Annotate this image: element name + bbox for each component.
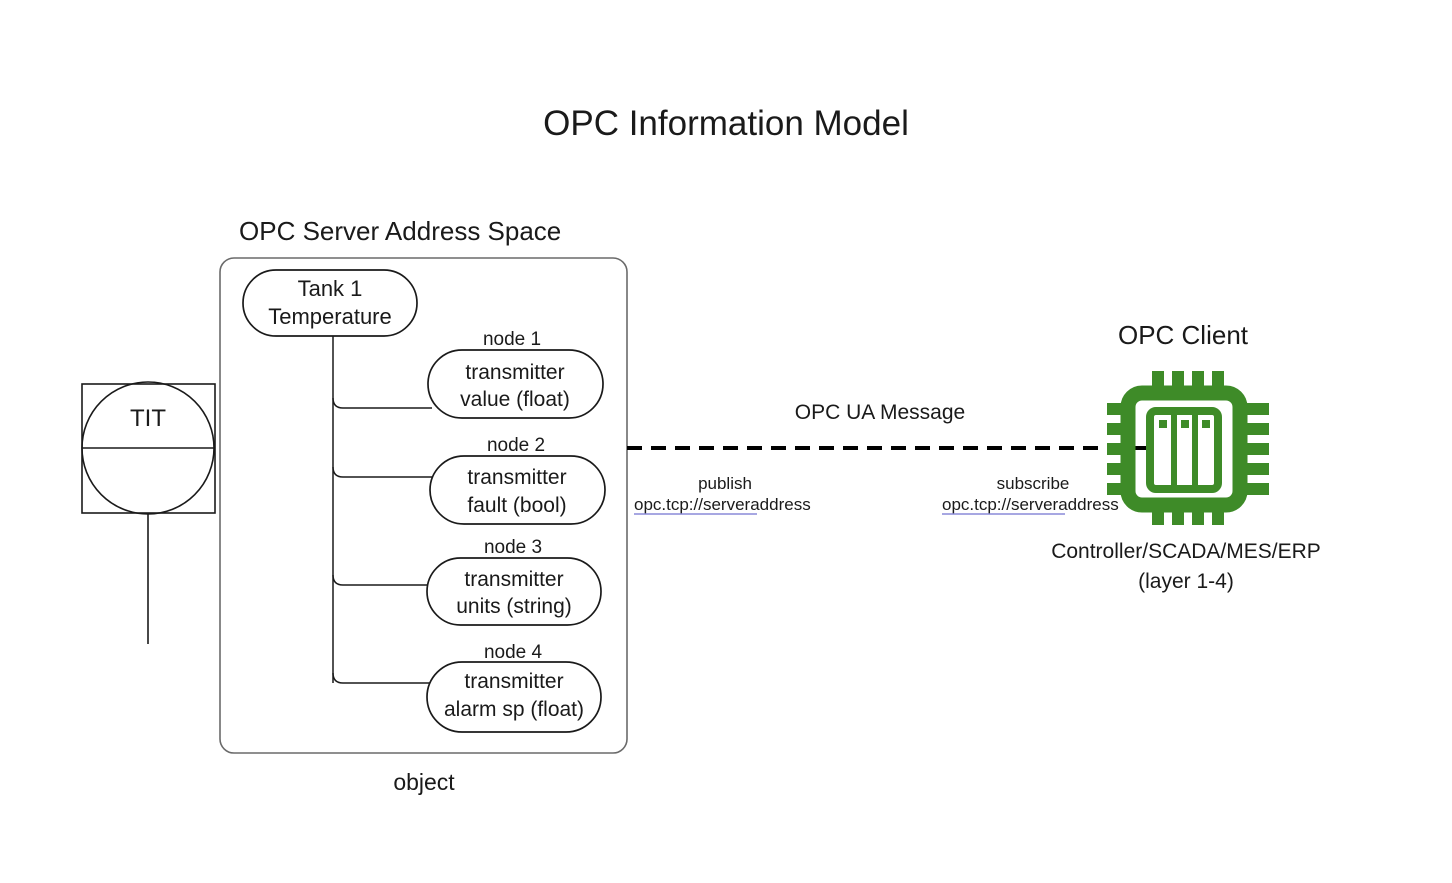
node-4-label: node 4 [484,642,543,663]
chip-die-separator-1 [1171,415,1177,485]
subscribe-endpoint-link: opc.tcp://server [942,495,1059,514]
node-1-group[interactable]: node 1 transmitter value (float) [427,329,604,419]
chip-pin-right-3 [1243,443,1269,455]
server-heading: OPC Server Address Space [239,216,561,246]
subscribe-endpoint-tail: address [1058,495,1118,514]
chip-pin-right-4 [1243,463,1269,475]
node-1-line-2: value (float) [460,388,570,411]
node-2-shape[interactable] [429,455,606,525]
tree-branch-node-4 [332,672,432,684]
instrument-tag-label: TIT [130,405,166,432]
node-2-label: node 2 [487,435,545,456]
node-3-line-2: units (string) [456,595,572,618]
node-3-label: node 3 [484,537,542,558]
chip-die-notch-2 [1181,420,1189,428]
node-1-label: node 1 [483,329,541,350]
publish-action-label: publish [698,474,752,493]
tree-branch-node-2 [332,466,432,478]
chip-body-frame [1120,385,1248,513]
publish-endpoint-group: publish opc.tcp://serveraddress [634,474,811,515]
tree-branch-node-3 [332,574,432,586]
tree-branch-node-1 [332,397,432,409]
node-tank-1-temperature[interactable]: Tank 1 Temperature [242,269,418,337]
chip-die-notch-1 [1159,420,1167,428]
publish-endpoint-tail: address [750,495,810,514]
node-2-group[interactable]: node 2 transmitter fault (bool) [429,435,606,525]
node-2-line-1: transmitter [467,466,566,489]
node-3-line-1: transmitter [464,568,563,591]
tank-node-shape[interactable] [242,269,418,337]
chip-pin-right-5 [1243,483,1269,495]
chip-pin-right-2 [1243,423,1269,435]
publish-endpoint-link: opc.tcp://server [634,495,751,514]
tank-node-line-2: Temperature [268,304,392,329]
subscribe-action-label: subscribe [997,474,1070,493]
node-tree-connectors [332,336,432,684]
node-3-group[interactable]: node 3 transmitter units (string) [426,537,602,626]
chip-die-separator-2 [1192,415,1198,485]
page-title: OPC Information Model [543,104,909,143]
node-4-line-2: alarm sp (float) [444,698,584,721]
publish-endpoint-text[interactable]: opc.tcp://serveraddress [634,495,811,514]
node-2-line-2: fault (bool) [467,494,566,517]
node-3-shape[interactable] [426,557,602,626]
node-1-shape[interactable] [427,349,604,419]
client-caption-line-1: Controller/SCADA/MES/ERP [1051,540,1321,563]
node-1-line-1: transmitter [465,361,564,384]
opc-ua-message-label: OPC UA Message [795,401,965,424]
subscribe-endpoint-group: subscribe opc.tcp://serveraddress [942,474,1119,515]
cpu-chip-icon[interactable] [1107,371,1269,525]
chip-die-notch-3 [1202,420,1210,428]
chip-die-frame [1146,407,1222,493]
client-caption-line-2: (layer 1-4) [1138,570,1234,593]
instrument-tit-symbol: TIT [81,381,216,644]
client-heading: OPC Client [1118,320,1249,350]
chip-pin-right-1 [1243,403,1269,415]
node-4-shape[interactable] [426,661,602,733]
object-caption: object [393,769,455,795]
tank-node-line-1: Tank 1 [298,276,363,301]
subscribe-endpoint-text[interactable]: opc.tcp://serveraddress [942,495,1119,514]
node-4-line-1: transmitter [464,670,563,693]
node-4-group[interactable]: node 4 transmitter alarm sp (float) [426,642,602,733]
